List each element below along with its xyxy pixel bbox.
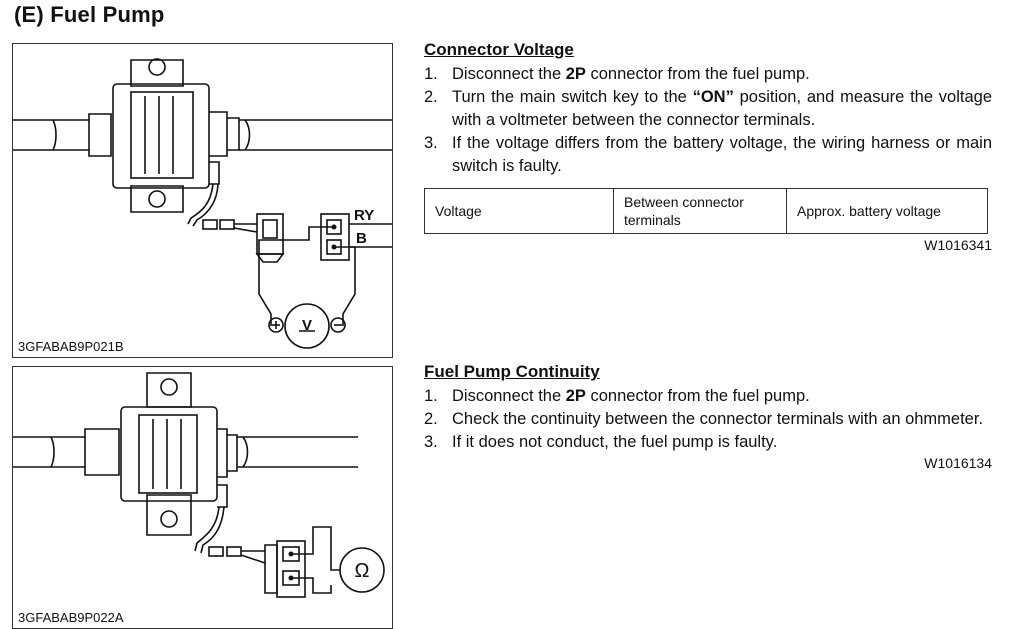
reference-code: W1016134: [924, 455, 992, 471]
step-item: 1.Disconnect the 2P connector from the f…: [424, 65, 810, 83]
table-cell: Between connector terminals: [613, 188, 787, 234]
step-item: 3.If the voltage differs from the batter…: [424, 134, 992, 175]
fuel-pump-ohmmeter-diagram: Ω: [13, 372, 385, 598]
voltage-spec-table: Voltage Between connector terminals Appr…: [424, 188, 988, 234]
reference-code: W1016341: [924, 237, 992, 253]
table-cell: Voltage: [424, 188, 614, 234]
table-row: Voltage Between connector terminals Appr…: [424, 188, 988, 234]
ohmmeter-icon: Ω: [355, 560, 370, 582]
step-item: 3.If it does not conduct, the fuel pump …: [424, 433, 778, 451]
step-item: 2.Turn the main switch key to the “ON” p…: [424, 88, 992, 129]
page-title: (E) Fuel Pump: [14, 2, 165, 27]
fuel-pump-voltmeter-diagram: RY B V: [13, 58, 392, 349]
section-title: Connector Voltage: [424, 40, 574, 59]
table-cell: Approx. battery voltage: [786, 188, 988, 234]
wire-label-ry: RY: [354, 207, 374, 224]
step-list: 1.Disconnect the 2P connector from the f…: [424, 63, 992, 178]
voltmeter-icon: V: [302, 317, 312, 334]
figure-connector-voltage: RY B V 3GFABAB9P021B: [12, 43, 393, 358]
step-item: 2.Check the continuity between the conne…: [424, 410, 984, 428]
section-connector-voltage: Connector Voltage 1.Disconnect the 2P co…: [424, 39, 992, 253]
figure-code: 3GFABAB9P021B: [18, 339, 124, 354]
wire-label-b: B: [356, 230, 367, 247]
figure-pump-continuity: Ω 3GFABAB9P022A: [12, 366, 393, 629]
section-pump-continuity: Fuel Pump Continuity 1.Disconnect the 2P…: [424, 361, 992, 471]
section-title: Fuel Pump Continuity: [424, 362, 600, 381]
step-list: 1.Disconnect the 2P connector from the f…: [424, 385, 992, 454]
step-item: 1.Disconnect the 2P connector from the f…: [424, 387, 810, 405]
figure-code: 3GFABAB9P022A: [18, 610, 124, 625]
